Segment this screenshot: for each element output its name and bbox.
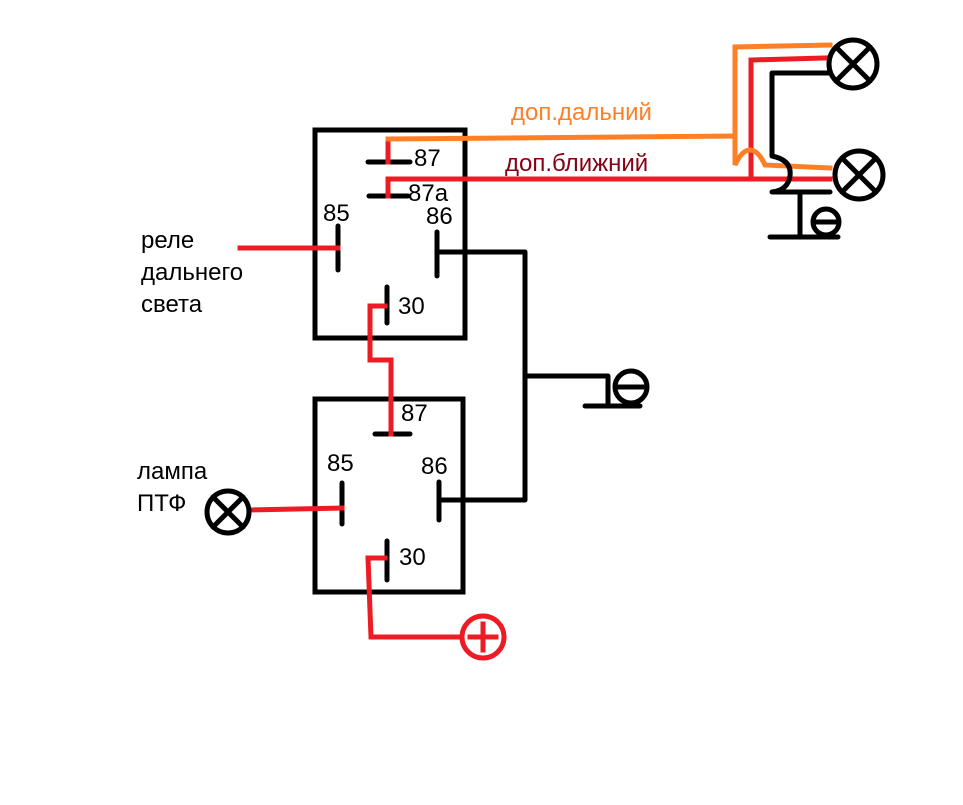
label-fog-lamp-2: ПТФ: [137, 490, 186, 517]
lamp-icon: [832, 148, 886, 202]
label-high-beam-aux: доп.дальний: [511, 99, 652, 126]
ground-symbol-middle: [612, 368, 650, 406]
lamp-fog: [204, 488, 252, 536]
label-relay-high-beam-2: дальнего: [141, 259, 243, 286]
wire-87a-low-beam: [385, 176, 833, 199]
label-fog-lamp-1: лампа: [137, 458, 208, 485]
relay-top-pin-86: 86: [426, 203, 453, 230]
relay-bottom-pin-85: 85: [327, 450, 354, 477]
wire-bus-to-ground: [522, 373, 611, 408]
minus-circle-icon: [612, 368, 650, 406]
battery-plus-symbol: [459, 613, 507, 661]
label-relay-high-beam-1: реле: [141, 227, 194, 254]
relay-top-pin-87a: 87a: [408, 180, 449, 207]
ground-bus: [434, 249, 643, 503]
wire-high-beam-to-bottom-lamp: [732, 133, 833, 171]
lamp-bottom: [832, 148, 886, 202]
relay-top-body: [312, 127, 468, 341]
ground-symbol-top: [810, 206, 842, 238]
wire-lamps-ground: [769, 70, 833, 195]
relay-top-pin-30: 30: [398, 293, 425, 320]
wire-low-beam-to-top-lamp: [748, 55, 829, 182]
relay-bottom-pin-30: 30: [399, 544, 426, 571]
wire-87-high-beam: [385, 133, 738, 142]
label-relay-high-beam-3: света: [141, 291, 203, 318]
relay-top-pin-85: 85: [323, 200, 350, 227]
lamp-icon: [204, 488, 252, 536]
relay-bottom-pin-87: 87: [401, 400, 428, 427]
relay-bottom-pin-86: 86: [421, 453, 448, 480]
relay-top-pin-87: 87: [414, 145, 441, 172]
wire-high-beam-riser: [732, 42, 833, 139]
wire-fog-lamp-to-85: [247, 505, 345, 513]
wire-top-86-ground: [434, 249, 528, 503]
wire-bottom-30-to-plus: [365, 555, 465, 640]
plus-circle-icon: [459, 613, 507, 661]
minus-circle-icon: [810, 206, 842, 238]
label-low-beam-aux: доп.ближний: [505, 150, 648, 177]
wire-top-30-to-bottom-87: [367, 303, 394, 437]
relay-top: 87 87a 85 86 30: [312, 127, 468, 341]
lamp-icon: [826, 37, 880, 91]
lamp-high-beam-top: [826, 37, 880, 91]
